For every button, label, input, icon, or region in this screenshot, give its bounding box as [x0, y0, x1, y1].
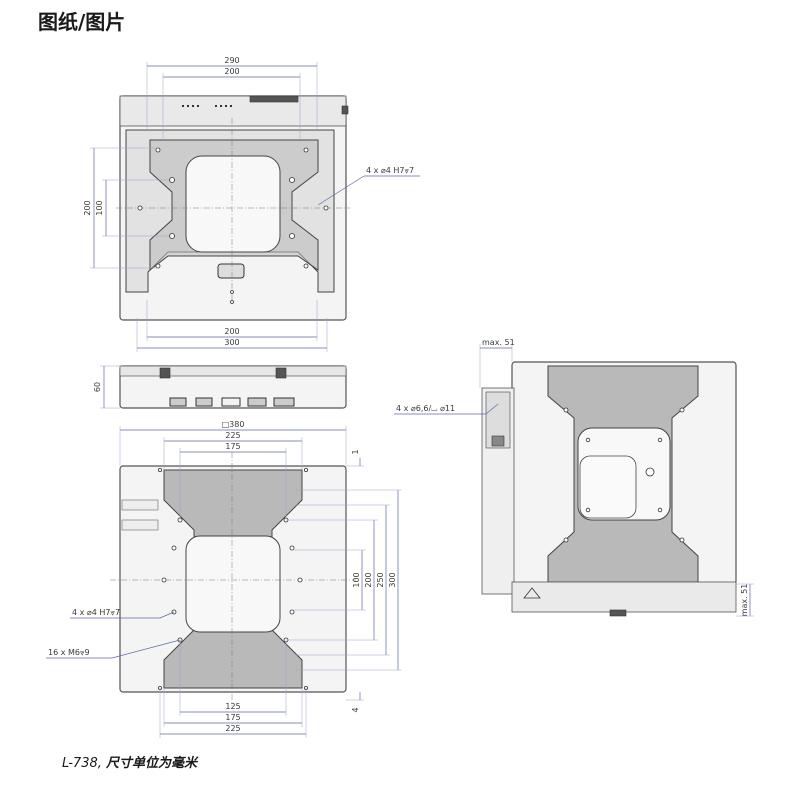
- top-view-dim-200-top: 200: [224, 67, 239, 76]
- top-view-dim-200-bottom: 200: [224, 327, 239, 336]
- caption-model: L-738,: [62, 756, 102, 771]
- bottom-view-dim-125-bottom: 125: [225, 702, 240, 711]
- bottom-view: □380 225 175 1 100 200 250 300: [46, 420, 402, 738]
- bottom-view-dim-175-top: 175: [225, 442, 240, 451]
- top-view-holes: [137, 147, 329, 304]
- bottom-view-dim-square: □380: [222, 420, 245, 429]
- right-view-dim-max-right: max. 51: [740, 584, 749, 617]
- page-heading: 图纸/图片: [38, 10, 126, 34]
- bottom-view-callout-threads: 16 x M6⩔9: [48, 648, 90, 657]
- figure-caption: L-738, 尺寸单位为毫米: [62, 752, 197, 771]
- bottom-view-dim-4: 4: [351, 707, 360, 712]
- bottom-view-dim-200-right: 200: [364, 572, 373, 587]
- bottom-view-callout-holes: 4 x ⌀4 H7⩔7: [72, 608, 120, 617]
- right-view-callout: 4 x ⌀6,6/⌴ ⌀11: [396, 404, 455, 413]
- right-view: max. 51 max. 51 4 x ⌀6,6/⌴ ⌀11: [394, 338, 754, 616]
- top-view: 290 200 200 100 200 300 4 x ⌀4 H7⩔7: [83, 56, 420, 352]
- bottom-view-dim-225-top: 225: [225, 431, 240, 440]
- top-view-dim-100-left: 100: [95, 200, 104, 215]
- bottom-view-dim-1-alt: 1: [351, 449, 360, 454]
- right-view-dim-max-top: max. 51: [482, 338, 515, 347]
- bottom-view-dim-250-right: 250: [376, 572, 385, 587]
- top-view-dim-300-bottom: 300: [224, 338, 239, 347]
- top-view-hole-callout: 4 x ⌀4 H7⩔7: [366, 166, 414, 175]
- side-view-dim-60: 60: [93, 382, 102, 392]
- top-view-dim-200-left: 200: [83, 200, 92, 215]
- caption-unit-note: 尺寸单位为毫米: [106, 756, 198, 771]
- side-view: 60: [93, 365, 347, 409]
- right-view-holes: [563, 407, 685, 543]
- top-view-dim-290: 290: [224, 56, 239, 65]
- bottom-view-dim-175-bottom: 175: [225, 713, 240, 722]
- bottom-view-dim-300-right: 300: [388, 572, 397, 587]
- bottom-view-dim-225-bottom: 225: [225, 724, 240, 733]
- bottom-view-dim-100-right: 100: [352, 572, 361, 587]
- top-view-connector-pins: [182, 105, 232, 107]
